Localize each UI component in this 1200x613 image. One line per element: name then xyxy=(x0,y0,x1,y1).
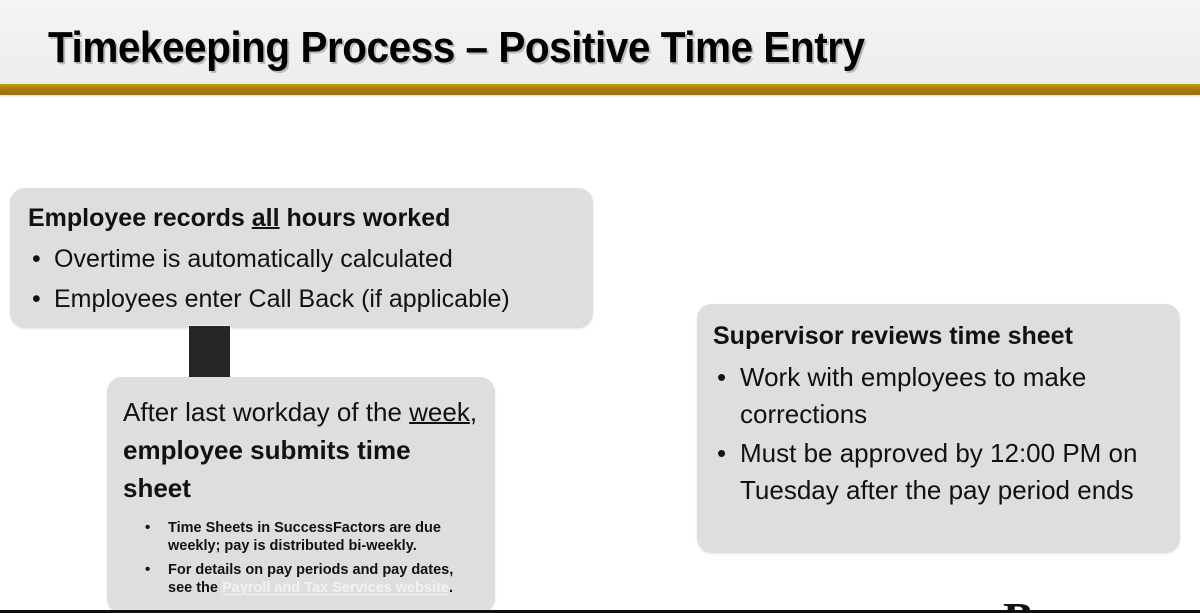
employee-submits-sub-bullet-list: Time Sheets in SuccessFactors are due we… xyxy=(123,519,479,597)
list-item: For details on pay periods and pay dates… xyxy=(123,561,479,597)
payroll-and-tax-services-link[interactable]: Payroll and Tax Services website xyxy=(222,580,450,596)
employee-submits-heading-emphasis: week xyxy=(409,397,470,427)
list-item: Work with employees to make corrections xyxy=(713,359,1166,433)
employee-records-heading-part2: hours worked xyxy=(279,204,451,232)
list-item: Time Sheets in SuccessFactors are due we… xyxy=(123,519,479,555)
list-item: Overtime is automatically calculated xyxy=(28,239,575,279)
process-box-employee-submits: After last workday of the week, employee… xyxy=(107,377,495,613)
supervisor-reviews-bullet-list: Work with employees to make corrections … xyxy=(713,359,1166,509)
employee-submits-heading: After last workday of the week, employee… xyxy=(123,393,479,507)
footer-rule xyxy=(0,610,1200,613)
slide-header-accent-rule xyxy=(0,84,1200,95)
employee-records-bullet-list: Overtime is automatically calculated Emp… xyxy=(28,239,575,319)
sub-bullet-text: For details on pay periods and pay dates… xyxy=(168,562,454,596)
employee-records-heading-part1: Employee records xyxy=(28,204,252,232)
process-box-supervisor-reviews: Supervisor reviews time sheet Work with … xyxy=(697,304,1180,553)
employee-submits-heading-part2: , xyxy=(469,397,478,427)
down-arrow-connector xyxy=(189,326,230,380)
sub-bullet-text: Time Sheets in SuccessFactors are due we… xyxy=(168,520,441,554)
list-item: Must be approved by 12:00 PM on Tuesday … xyxy=(713,435,1166,509)
employee-submits-heading-bold: employee submits time sheet xyxy=(123,435,411,503)
employee-submits-heading-part1: After last workday of the xyxy=(123,397,410,427)
employee-records-heading: Employee records all hours worked xyxy=(28,202,575,234)
employee-records-heading-emphasis: all xyxy=(251,204,280,232)
list-item: Employees enter Call Back (if applicable… xyxy=(28,279,575,319)
supervisor-reviews-heading: Supervisor reviews time sheet xyxy=(713,322,1073,350)
sub-bullet-text-after-link: . xyxy=(449,580,454,596)
page-title: Timekeeping Process – Positive Time Entr… xyxy=(48,23,865,72)
process-box-employee-records: Employee records all hours worked Overti… xyxy=(10,188,593,328)
footer-logo-fragment: B xyxy=(1003,596,1034,613)
slide-header-band xyxy=(0,0,1200,84)
